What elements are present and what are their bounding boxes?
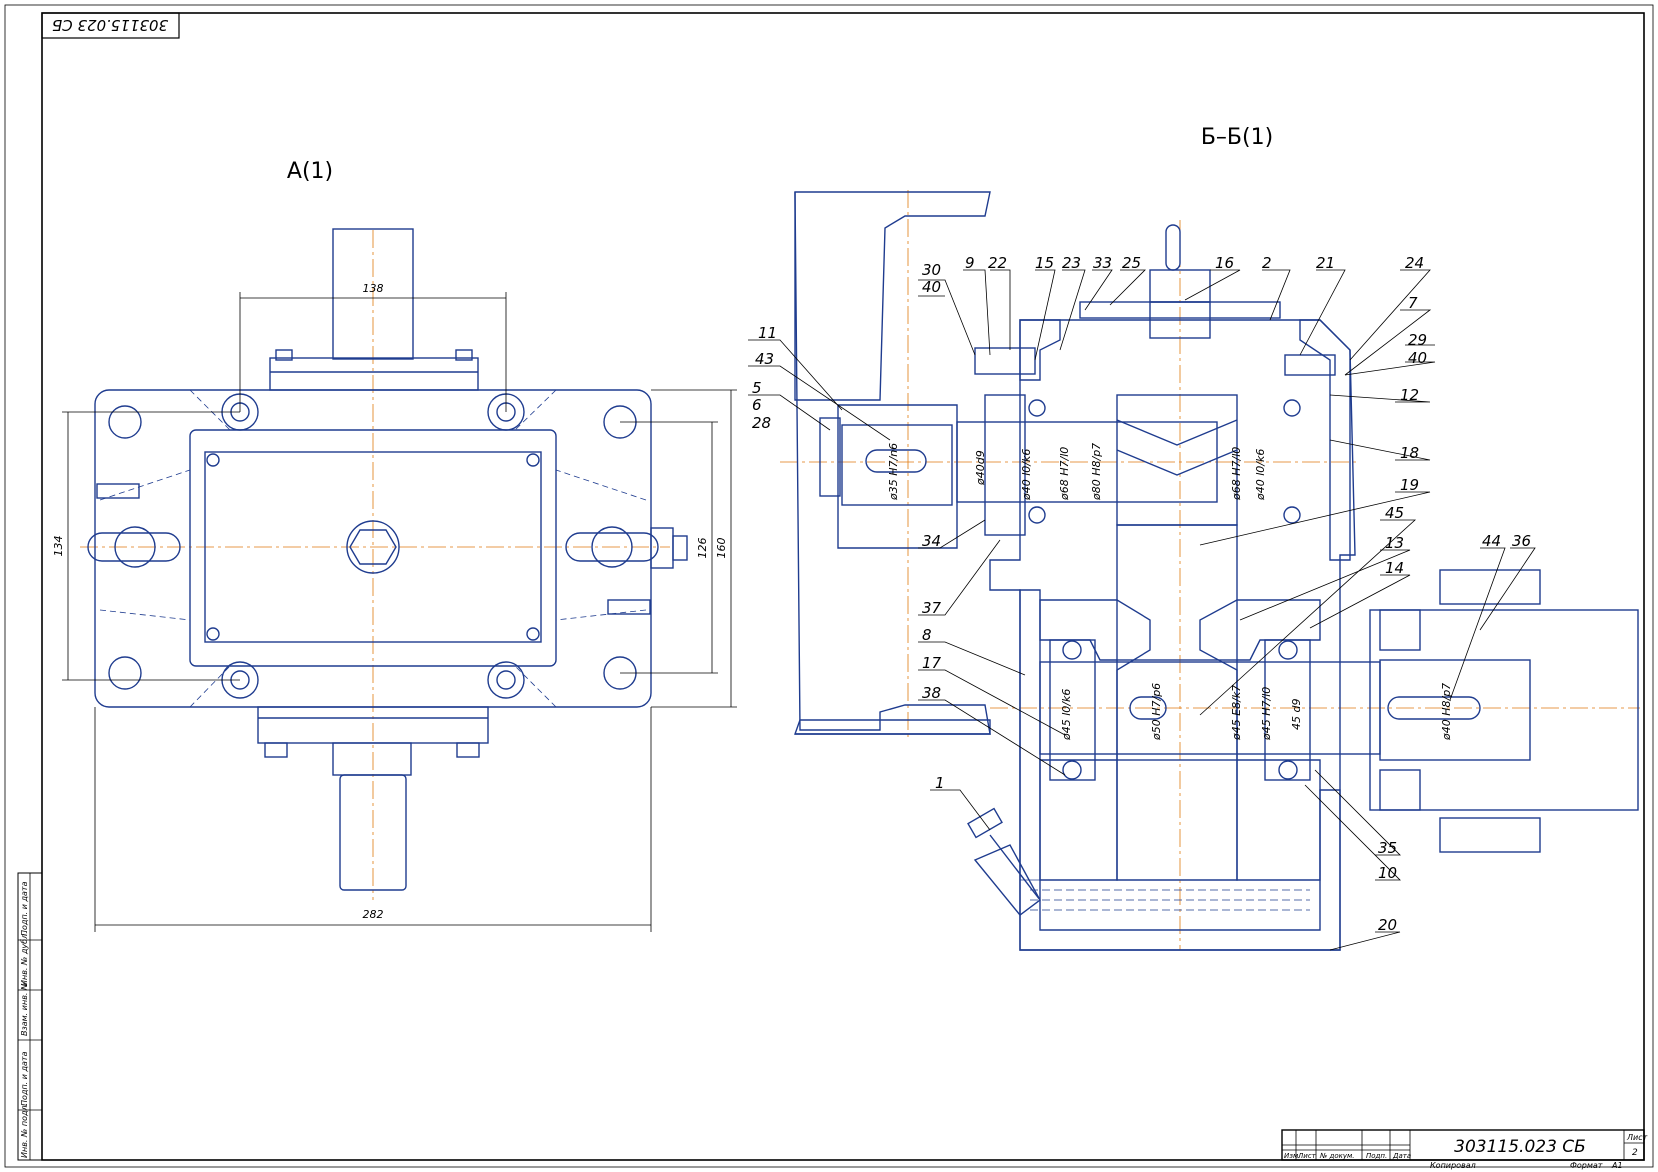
callout-45: 45 xyxy=(1385,504,1404,522)
callout-43: 43 xyxy=(755,350,774,368)
fit-45e8: ø45 E8/k7 xyxy=(1230,685,1243,741)
callout-5: 5 xyxy=(752,379,762,397)
callout-12: 12 xyxy=(1400,386,1419,404)
fit-45l0: ø45 l0/k6 xyxy=(1060,689,1073,741)
top-code-text: 303115.023 СБ xyxy=(52,16,168,34)
sheet-number: 2 xyxy=(1632,1148,1638,1158)
side-stamp-1: Подп. и дата xyxy=(20,1051,29,1106)
callout-9: 9 xyxy=(965,254,975,272)
callout-8: 8 xyxy=(922,626,932,644)
callout-6: 6 xyxy=(752,396,762,414)
callout-25: 25 xyxy=(1122,254,1141,272)
callout-33: 33 xyxy=(1093,254,1112,272)
callout-19: 19 xyxy=(1400,476,1419,494)
side-stamp-4: Подп. и дата xyxy=(20,881,29,936)
callout-1: 1 xyxy=(935,774,945,792)
callout-44: 44 xyxy=(1482,532,1501,550)
tb-col-sign: Подп. xyxy=(1366,1152,1387,1160)
side-stamp-0: Инв. № подл. xyxy=(20,1103,29,1158)
side-stamp-3: Инв. № дубл. xyxy=(20,931,29,986)
fit-80: ø80 H8/p7 xyxy=(1090,443,1103,501)
dim-282: 282 xyxy=(363,908,384,921)
callout-34: 34 xyxy=(922,532,941,550)
tb-col-doc: № докум. xyxy=(1319,1152,1355,1160)
callout-30: 30 xyxy=(922,261,941,279)
callout-14: 14 xyxy=(1385,559,1404,577)
fit-labels: ø35 H7/n6 ø40d9 ø40 l0/k6 ø68 H7/l0 ø80 … xyxy=(887,443,1453,741)
tb-col-date: Дата xyxy=(1392,1152,1411,1160)
callout-21: 21 xyxy=(1316,254,1335,272)
callout-17: 17 xyxy=(922,654,942,672)
callout-13: 13 xyxy=(1385,534,1404,552)
view-a-dimensions: 138 282 134 126 160 xyxy=(52,282,737,932)
output-shaft xyxy=(1039,639,1381,781)
fit-68: ø68 H7/l0 xyxy=(1058,447,1071,501)
input-shaft xyxy=(956,347,1336,536)
callout-22: 22 xyxy=(988,254,1007,272)
callout-40a: 40 xyxy=(922,278,941,296)
leader-lines xyxy=(748,269,1536,951)
dim-138: 138 xyxy=(363,282,384,295)
title-block: Изм. Лист № докум. Подп. Дата 303115.023… xyxy=(1281,1129,1648,1170)
fit-45d9: 45 d9 xyxy=(1290,699,1303,730)
callout-38: 38 xyxy=(922,684,941,702)
fit-40l0b: ø40 l0/k6 xyxy=(1254,449,1267,501)
callout-7: 7 xyxy=(1408,294,1418,312)
callout-36: 36 xyxy=(1512,532,1531,550)
fit-50: ø50 H7/p6 xyxy=(1150,683,1163,741)
fit-40h8: ø40 H8/p7 xyxy=(1440,683,1453,741)
view-b: Б–Б(1) xyxy=(748,125,1640,951)
callout-35: 35 xyxy=(1378,839,1397,857)
callout-20: 20 xyxy=(1378,916,1397,934)
fit-45h7: ø45 H7/l0 xyxy=(1260,687,1273,741)
fit-35: ø35 H7/n6 xyxy=(887,443,900,501)
callout-37: 37 xyxy=(922,599,942,617)
copied-label: Копировал xyxy=(1430,1161,1476,1170)
housing xyxy=(989,224,1356,951)
dim-160: 160 xyxy=(715,538,728,559)
callout-29: 29 xyxy=(1408,331,1427,349)
dim-126: 126 xyxy=(696,538,709,559)
sheet-frame xyxy=(4,4,1654,1168)
callout-23: 23 xyxy=(1062,254,1081,272)
callout-24: 24 xyxy=(1405,254,1424,272)
pulley xyxy=(794,191,991,735)
callouts: 30 40 9 22 15 23 33 25 16 2 21 24 7 29 4… xyxy=(752,254,1531,934)
side-stamp-column: Инв. № подл. Подп. и дата Взам. инв. № И… xyxy=(17,872,43,1161)
side-stamp-2: Взам. инв. № xyxy=(20,982,29,1036)
gear xyxy=(1039,524,1321,881)
oil-gauge xyxy=(967,807,1041,916)
callout-16: 16 xyxy=(1215,254,1234,272)
callout-15: 15 xyxy=(1035,254,1054,272)
tb-col-izm: Изм. xyxy=(1284,1152,1300,1160)
title-code: 303115.023 СБ xyxy=(1454,1137,1586,1157)
tb-col-list: Лист xyxy=(1297,1152,1317,1160)
view-b-title: Б–Б(1) xyxy=(1201,125,1273,150)
callout-28: 28 xyxy=(752,414,771,432)
callout-18: 18 xyxy=(1400,444,1419,462)
callout-10: 10 xyxy=(1378,864,1397,882)
fit-68b: ø68 H7/l0 xyxy=(1230,447,1243,501)
callout-40b: 40 xyxy=(1408,349,1427,367)
sheet-label: Лист xyxy=(1626,1133,1648,1142)
dim-134: 134 xyxy=(52,536,65,557)
callout-11: 11 xyxy=(758,324,777,342)
view-a: А(1) xyxy=(52,159,737,932)
view-a-title: А(1) xyxy=(287,159,333,184)
top-code-stamp: 303115.023 СБ xyxy=(41,12,180,39)
format-label: Формат xyxy=(1570,1161,1603,1170)
fit-40d9: ø40d9 xyxy=(974,450,987,486)
fit-40l0: ø40 l0/k6 xyxy=(1020,449,1033,501)
callout-2: 2 xyxy=(1262,254,1272,272)
coupling xyxy=(1369,569,1639,853)
format-value: А1 xyxy=(1611,1161,1623,1170)
